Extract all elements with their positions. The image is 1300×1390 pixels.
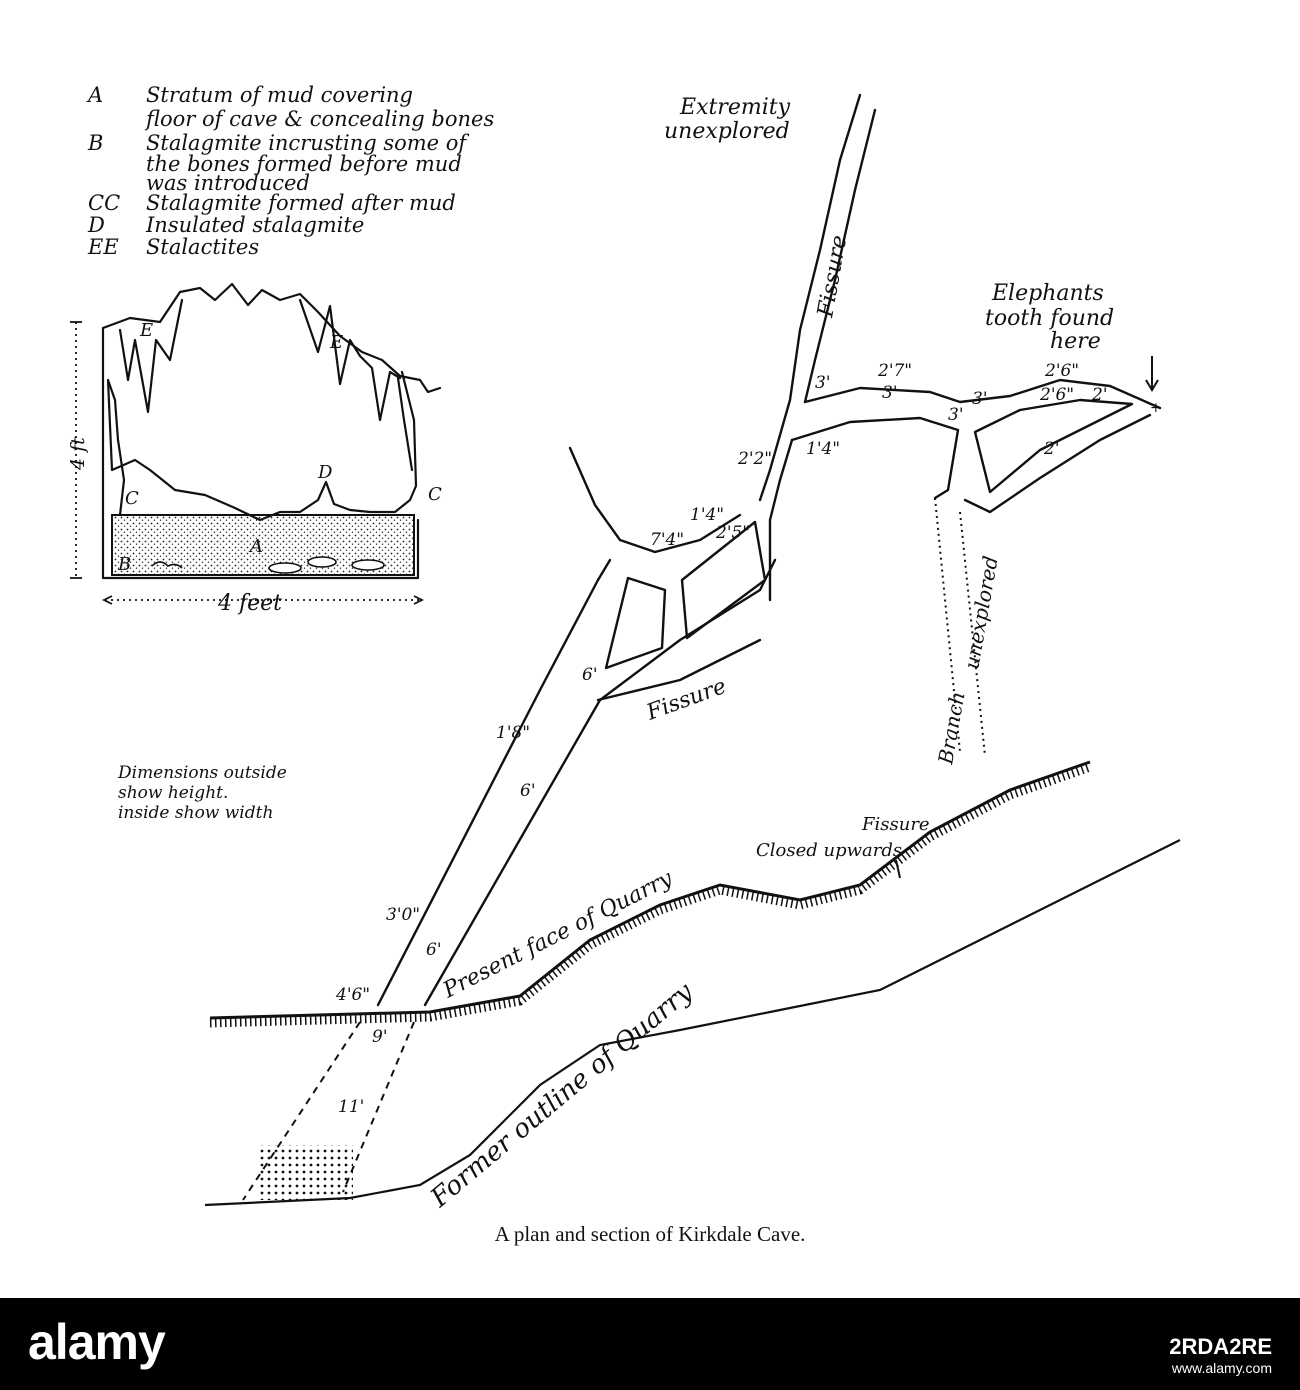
dim-3-c: 3': [948, 405, 964, 425]
dim-3-0: 3'0": [386, 905, 420, 925]
bones: [151, 556, 385, 574]
section-letter-b: B: [117, 554, 131, 575]
main-passage-left-wall: [376, 578, 600, 1007]
section-letter-e-right: E: [329, 332, 343, 353]
dim-6-c: 6': [426, 940, 442, 960]
extremity-label-line-1: Extremity: [679, 95, 791, 120]
section-dimensions: [75, 322, 422, 601]
elephant-mark: +: [1150, 400, 1162, 416]
cave-drawing: E E C C D A B 4 ft 4 feet: [67, 93, 1181, 1214]
dim-2-2: 2'2": [737, 449, 772, 469]
dim-2-6-b: 2'6": [1039, 385, 1074, 405]
extremity-label-line-2: unexplored: [664, 119, 790, 144]
junction-lower: [768, 438, 794, 602]
right-loop-inner: [973, 398, 1134, 494]
dim-4-6: 4'6": [335, 985, 370, 1005]
section-inner-right: [396, 376, 414, 472]
dimension-note-line-2: show height.: [118, 783, 229, 803]
fissure-closed-label-line-2: Closed upwards: [756, 840, 902, 861]
dim-3-a: 3': [815, 373, 831, 393]
middle-fissure-label: Fissure: [643, 674, 730, 726]
width-arrows: [101, 595, 425, 605]
former-quarry-outline: [204, 839, 1181, 1207]
branch-label-line-2: unexplored: [959, 554, 1002, 671]
left-curve-inner: [596, 558, 612, 582]
middle-fissure-upper-wall: [596, 638, 762, 702]
dim-2-6-a: 2'6": [1044, 361, 1079, 381]
former-deposit: [258, 1145, 353, 1200]
section-letter-c-left: C: [125, 488, 139, 509]
stalactite-left-e: [118, 298, 184, 414]
dim-2-b: 2': [1043, 439, 1060, 459]
figure-caption: A plan and section of Kirkdale Cave.: [494, 1222, 806, 1246]
closed-fissure-mark: [895, 859, 901, 879]
dimension-note-line-1: Dimensions outside: [118, 763, 287, 783]
upper-fissure-label: Fissure: [813, 233, 852, 320]
dim-1-4-a: 1'4": [806, 439, 840, 459]
dim-3-d: 3': [972, 389, 988, 409]
elephant-label-line-3: here: [1050, 329, 1101, 354]
dim-6-a: 6': [582, 665, 598, 685]
dim-2-a: 2': [1091, 385, 1108, 405]
present-quarry-hatch: [209, 762, 1092, 1028]
elephant-label-line-2: tooth found: [985, 306, 1114, 331]
right-loop-outer: [963, 413, 1152, 514]
right-passage-top-wall: [803, 378, 1162, 410]
stock-brand-logo: alamy: [28, 1314, 166, 1370]
dim-2-7: 2'7": [877, 361, 912, 381]
height-ticks: [70, 321, 82, 579]
branch-unexplored: [934, 497, 986, 757]
elephant-label-line-1: Elephants: [991, 281, 1104, 306]
stock-url: www.alamy.com: [1171, 1360, 1272, 1376]
right-passage-bottom-wall: [790, 416, 960, 500]
section-letter-e-left: E: [139, 320, 153, 341]
section-letter-c-right: C: [428, 484, 442, 505]
upper-fissure-left-wall: [758, 93, 862, 502]
upper-fissure-right-wall: [803, 108, 877, 404]
left-curve-passage: [568, 446, 742, 554]
dimension-note-line-3: inside show width: [118, 803, 274, 823]
fissure-closed-label-line-1: Fissure: [861, 814, 930, 835]
legend-entry-b-cont1: the bones formed before mud: [146, 152, 462, 176]
present-face-label: Present face of Quarry: [438, 866, 677, 1004]
pillar-right: [680, 520, 767, 640]
dim-3-b: 3': [882, 383, 898, 403]
legend-entry-a-cont: floor of cave & concealing bones: [146, 107, 495, 131]
section-letter-a: A: [248, 536, 263, 557]
pillar-left: [604, 576, 667, 670]
dim-6-b: 6': [520, 781, 536, 801]
main-passage-right-wall: [423, 558, 777, 1007]
cave-section: [101, 282, 442, 580]
section-chamber: [106, 370, 418, 522]
cave-plan: [376, 93, 1162, 1007]
stock-image-id: 2RDA2RE: [1169, 1334, 1272, 1359]
dim-1-8: 1'8": [496, 723, 530, 743]
stock-banner: [0, 1298, 1300, 1390]
dim-2-5: 2'5": [715, 523, 750, 543]
dim-1-4-b: 1'4": [690, 505, 724, 525]
section-height-label: 4 ft: [67, 437, 89, 471]
stalactite-right-e: [298, 298, 402, 422]
section-frame: [101, 326, 420, 580]
section-width-label: 4 feet: [217, 591, 282, 616]
dim-7-4: 7'4": [650, 530, 684, 550]
section-left-wall: [106, 378, 126, 517]
legend-entry-b-cont2: was introduced: [146, 171, 310, 195]
elephant-arrow: [1145, 356, 1159, 392]
section-roof: [101, 282, 442, 394]
section-letter-d: D: [317, 462, 333, 483]
dim-11: 11': [338, 1097, 364, 1117]
former-cave-extension: [242, 1021, 415, 1201]
dim-9: 9': [372, 1027, 388, 1047]
branch-label-line-1: Branch: [933, 690, 970, 767]
